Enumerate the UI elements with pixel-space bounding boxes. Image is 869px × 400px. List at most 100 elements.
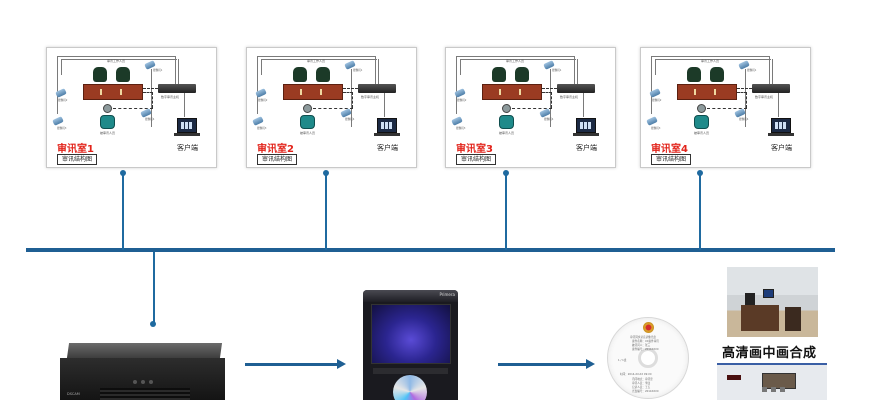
client-label: 客户端 xyxy=(576,144,597,152)
suspect-label: 被审讯人员 xyxy=(499,131,515,135)
staff-chair-icon xyxy=(710,67,724,82)
camera-icon xyxy=(646,116,658,126)
interrogation-desk xyxy=(83,84,143,100)
interrogation-room-card: 审讯工作人员 数字审讯主机 被审讯人员 摄像机1 摄像机2 xyxy=(46,47,217,168)
dvr-label: 数字审讯主机 xyxy=(560,95,579,99)
police-emblem-icon xyxy=(643,322,654,333)
camera-label: 摄像机1 xyxy=(353,69,363,72)
microphone-icon xyxy=(502,104,511,113)
staff-chair-icon xyxy=(293,67,307,82)
room2-drop-line xyxy=(325,172,327,250)
camera-label: 摄像机1 xyxy=(747,69,757,72)
recorded-disc: 审讯同步录音录像光盘 案件名称：XX案件审讯 被讯问人：张三 案件编号：2014… xyxy=(607,317,689,399)
interrogation-desk xyxy=(283,84,343,100)
output-caption: 高清画中画合成 xyxy=(722,346,817,361)
dvr-label: 数字审讯主机 xyxy=(361,95,380,99)
laptop-icon xyxy=(377,118,397,133)
disc-line: 记录人员：王五 xyxy=(632,386,651,389)
disc-line: 被讯问人：张三 xyxy=(632,344,651,347)
disc-line: 讯问地点：审讯室 xyxy=(632,378,653,381)
camera-icon xyxy=(52,116,64,126)
staff-chair-icon xyxy=(116,67,130,82)
burner-brand: Primera xyxy=(439,292,455,297)
dvr-label: 数字审讯主机 xyxy=(161,95,180,99)
room-structure-tag: 审讯结构图 xyxy=(456,154,496,165)
room-title: 审讯室4 xyxy=(651,144,688,155)
laptop-icon xyxy=(771,118,791,133)
staff-chair-icon xyxy=(492,67,506,82)
camera-label: 摄像机4 xyxy=(739,118,749,121)
room-structure-tag: 审讯结构图 xyxy=(257,154,297,165)
disc-line: 审讯人员：李四 xyxy=(632,382,651,385)
suspect-chair-icon xyxy=(300,115,315,129)
nvr-device: DSCAM xyxy=(60,343,225,400)
laptop-icon xyxy=(177,118,197,133)
interrogation-desk xyxy=(482,84,542,100)
suspect-label: 被审讯人员 xyxy=(694,131,710,135)
disc-line: 光盘编号：2014XXXX xyxy=(632,390,659,393)
digital-interrogation-host-icon xyxy=(557,84,595,93)
room3-drop-line xyxy=(505,172,507,250)
camera-label: 摄像机2 xyxy=(457,99,467,102)
interrogation-room-card: 审讯工作人员 数字审讯主机 被审讯人员 摄像机1 摄像机2 xyxy=(246,47,417,168)
staff-label: 审讯工作人员 xyxy=(107,59,126,63)
arrow-burner-to-disc xyxy=(498,359,595,369)
laptop-icon xyxy=(576,118,596,133)
staff-chair-icon xyxy=(93,67,107,82)
arrow-nvr-to-burner xyxy=(245,359,346,369)
camera-label: 摄像机2 xyxy=(258,99,268,102)
suspect-chair-icon xyxy=(499,115,514,129)
disc-line: 1 / 1盘 xyxy=(618,359,627,362)
room3-node xyxy=(503,170,509,176)
client-label: 客户端 xyxy=(377,144,398,152)
staff-chair-icon xyxy=(316,67,330,82)
disc-line: 案件名称：XX案件审讯 xyxy=(632,340,659,343)
camera-label: 摄像机3 xyxy=(57,127,67,130)
camera-label: 摄像机2 xyxy=(58,99,68,102)
staff-label: 审讯工作人员 xyxy=(701,59,720,63)
staff-label: 审讯工作人员 xyxy=(506,59,525,63)
room-camera-view-photo xyxy=(717,363,827,400)
camera-label: 摄像机1 xyxy=(552,69,562,72)
dvr-label: 数字审讯主机 xyxy=(755,95,774,99)
microphone-icon xyxy=(103,104,112,113)
camera-label: 摄像机4 xyxy=(145,118,155,121)
disc-burner-device: Primera xyxy=(363,290,458,400)
camera-label: 摄像机1 xyxy=(153,69,163,72)
digital-interrogation-host-icon xyxy=(158,84,196,93)
suspect-chair-icon xyxy=(100,115,115,129)
room-title: 审讯室2 xyxy=(257,144,294,155)
camera-label: 摄像机3 xyxy=(456,127,466,130)
camera-label: 摄像机3 xyxy=(651,127,661,130)
room2-node xyxy=(323,170,329,176)
room4-node xyxy=(697,170,703,176)
camera-icon xyxy=(252,116,264,126)
microphone-icon xyxy=(697,104,706,113)
camera-label: 摄像机4 xyxy=(544,118,554,121)
room-title: 审讯室1 xyxy=(57,144,94,155)
room-structure-tag: 审讯结构图 xyxy=(651,154,691,165)
staff-chair-icon xyxy=(687,67,701,82)
staff-chair-icon xyxy=(515,67,529,82)
room-title: 审讯室3 xyxy=(456,144,493,155)
room-structure-tag: 审讯结构图 xyxy=(57,154,97,165)
client-label: 客户端 xyxy=(177,144,198,152)
camera-icon xyxy=(451,116,463,126)
nvr-logo: DSCAM xyxy=(67,392,80,396)
client-label: 客户端 xyxy=(771,144,792,152)
camera-label: 摄像机4 xyxy=(345,118,355,121)
disc-icon xyxy=(393,375,427,400)
digital-interrogation-host-icon xyxy=(752,84,790,93)
interrogation-desk xyxy=(677,84,737,100)
interrogation-room-card: 审讯工作人员 数字审讯主机 被审讯人员 摄像机1 摄像机2 xyxy=(640,47,811,168)
digital-interrogation-host-icon xyxy=(358,84,396,93)
disc-line: 时间：2014-XX-XX 09:XX xyxy=(620,373,652,376)
room4-drop-line xyxy=(699,172,701,250)
suspect-label: 被审讯人员 xyxy=(100,131,116,135)
suspect-chair-icon xyxy=(694,115,709,129)
camera-label: 摄像机3 xyxy=(257,127,267,130)
disc-line: 审讯同步录音录像光盘 xyxy=(630,336,656,339)
nvr-node xyxy=(150,321,156,327)
room1-node xyxy=(120,170,126,176)
nvr-drop-line xyxy=(153,252,155,324)
